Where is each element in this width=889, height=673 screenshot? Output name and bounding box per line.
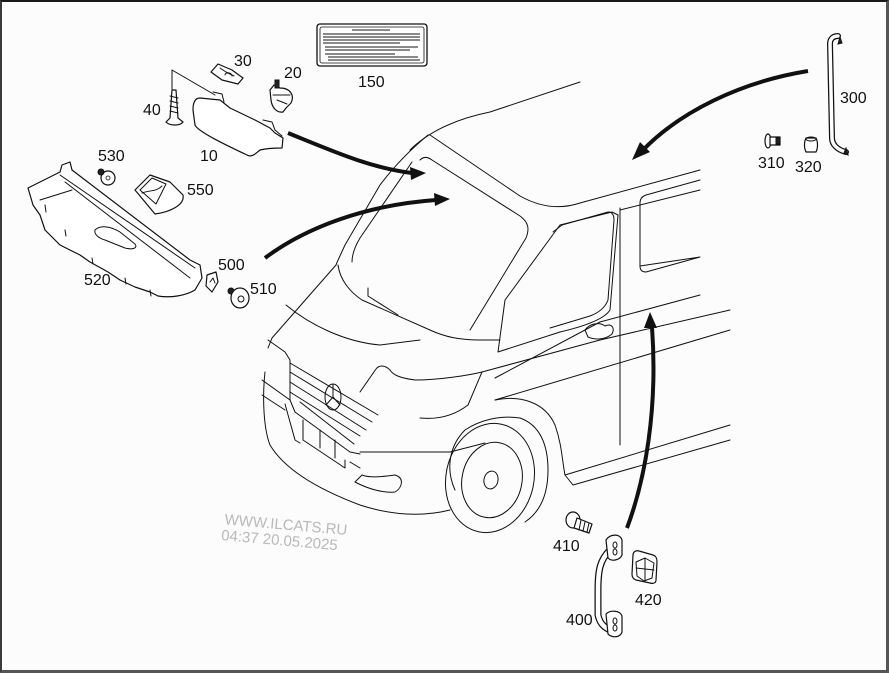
callout-30[interactable]: 30 xyxy=(234,53,252,70)
arrow-door-handle-to-pillar xyxy=(625,326,656,529)
watermark: WWW.ILCATS.RU 04:37 20.05.2025 xyxy=(221,511,348,554)
part-420-cover-cap[interactable] xyxy=(631,550,658,584)
part-400-grab-handle[interactable] xyxy=(594,534,623,638)
callout-300[interactable]: 300 xyxy=(840,90,867,107)
grille-bar-2 xyxy=(289,371,373,423)
wheel-arch-outer xyxy=(494,397,731,486)
callout-20[interactable]: 20 xyxy=(284,65,302,82)
bumper-outline xyxy=(263,371,451,515)
leader-40-to-visor xyxy=(171,69,216,96)
part-30-visor-clip[interactable] xyxy=(210,63,244,85)
grille-bar-4 xyxy=(289,391,361,437)
grille-bar-3 xyxy=(289,381,367,431)
grille-bar-1 xyxy=(289,362,379,416)
a-pillar-inner xyxy=(351,161,413,263)
side-line xyxy=(494,329,731,401)
callout-420[interactable]: 420 xyxy=(635,592,662,609)
van-roof-line xyxy=(409,81,581,151)
arrows xyxy=(263,69,809,529)
bumper-top-right xyxy=(359,442,486,453)
front-door-window-frame xyxy=(497,211,619,353)
hood-crease xyxy=(285,304,421,346)
fog-light-right xyxy=(349,461,402,493)
fog-light-left xyxy=(284,403,301,444)
callout-320[interactable]: 320 xyxy=(795,159,822,176)
hood-left-edge xyxy=(267,264,337,349)
bumper-upper-line xyxy=(261,379,361,455)
callout-310[interactable]: 310 xyxy=(758,155,785,172)
part-500-clip[interactable] xyxy=(205,271,219,293)
license-plate-area xyxy=(302,419,346,469)
arrow-head-3 xyxy=(632,142,650,160)
beltline-upper xyxy=(494,294,701,379)
arrow-roof-handle-to-door xyxy=(641,69,809,152)
part-40-screw[interactable] xyxy=(165,89,184,126)
tyre xyxy=(444,422,536,534)
part-520-dash-trim-panel[interactable] xyxy=(27,161,203,298)
wiper-line xyxy=(367,287,399,316)
arrow-sun-visor-to-windshield xyxy=(287,131,413,175)
callout-150[interactable]: 150 xyxy=(358,74,385,91)
wheel-hub xyxy=(483,470,499,490)
wheel-rim xyxy=(461,441,523,519)
callout-400[interactable]: 400 xyxy=(566,612,593,629)
emblem-star xyxy=(325,383,341,406)
callout-520[interactable]: 520 xyxy=(84,272,111,289)
part-320-spacer[interactable] xyxy=(803,136,819,153)
wheel-arch-inner xyxy=(449,416,549,523)
callout-550[interactable]: 550 xyxy=(187,182,214,199)
part-300-grab-handle[interactable] xyxy=(826,33,849,156)
a-pillar-outer xyxy=(335,134,429,266)
windshield-outline xyxy=(419,156,529,331)
windshield-lower-edge xyxy=(337,264,501,341)
plate-lines xyxy=(319,429,336,459)
roof-side-edge xyxy=(429,134,701,208)
side-window xyxy=(639,179,701,273)
callout-410[interactable]: 410 xyxy=(553,538,580,555)
callout-10[interactable]: 10 xyxy=(200,148,218,165)
part-510-nut[interactable] xyxy=(227,287,250,309)
arrow-head-4 xyxy=(644,312,657,328)
arrow-dash-cover-to-windshield xyxy=(263,198,437,260)
part-20-visor-mount[interactable] xyxy=(269,79,293,113)
beltline-1 xyxy=(481,309,731,373)
callout-530[interactable]: 530 xyxy=(98,148,125,165)
part-150-info-label[interactable] xyxy=(316,23,428,67)
part-530-fastener[interactable] xyxy=(97,168,116,186)
part-550-tray[interactable] xyxy=(134,174,184,215)
part-10-sun-visor[interactable] xyxy=(171,69,284,157)
callout-500[interactable]: 500 xyxy=(218,257,245,274)
part-310-bolt[interactable] xyxy=(764,133,781,149)
roof-rail-line xyxy=(619,189,701,211)
front-door-window xyxy=(549,211,615,329)
headlight-right xyxy=(359,365,483,419)
arrow-head-1 xyxy=(410,167,426,180)
van-body xyxy=(261,81,731,534)
callout-40[interactable]: 40 xyxy=(143,102,161,119)
callout-510[interactable]: 510 xyxy=(250,281,277,298)
part-410-bolt[interactable] xyxy=(565,511,593,534)
grille-bar-5 xyxy=(299,401,355,445)
door-handle xyxy=(584,323,614,340)
arrow-head-2 xyxy=(434,193,450,206)
bumper-line xyxy=(261,394,286,411)
headlight-left-top xyxy=(267,339,291,401)
callout-labels: 30 20 150 40 10 530 550 520 500 510 300 … xyxy=(84,53,867,629)
